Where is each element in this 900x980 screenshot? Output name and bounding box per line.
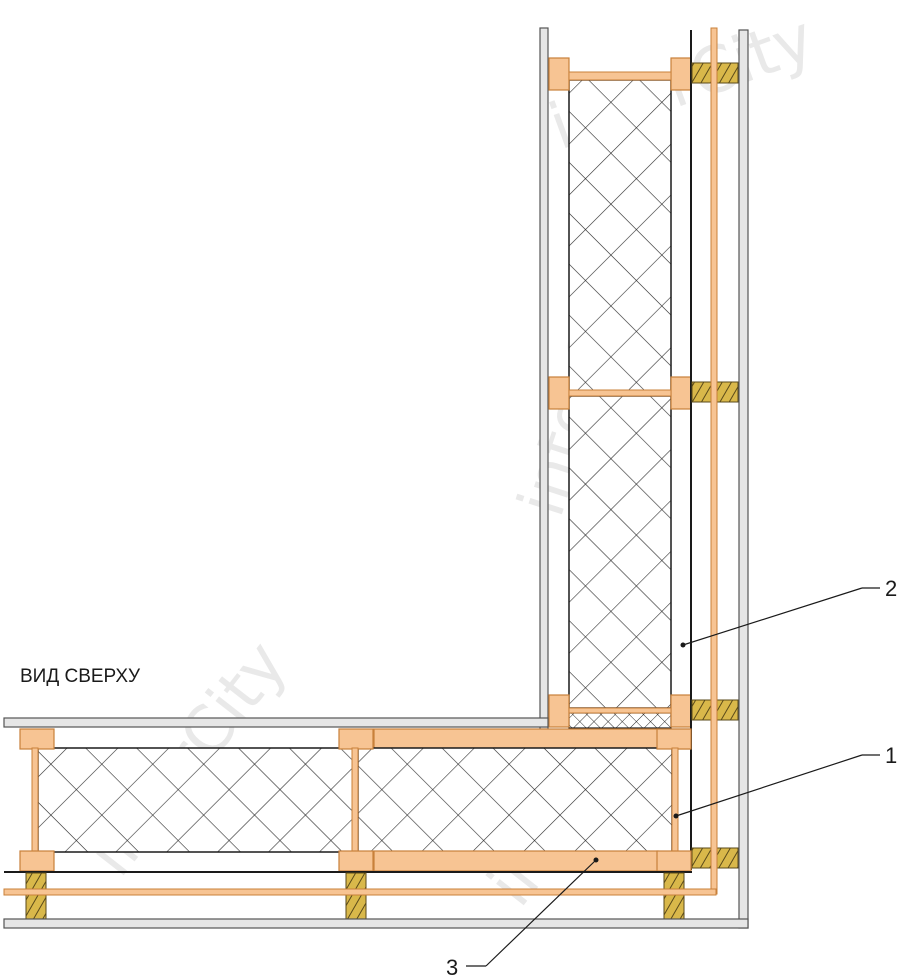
vertical-insulation-upper (568, 79, 672, 393)
view-title: ВИД СВЕРХУ (20, 666, 141, 687)
callout-1-leader (675, 754, 863, 817)
callout-2-leader (682, 587, 863, 646)
horizontal-post-1 (31, 747, 39, 853)
vertical-stud-low-outer (670, 694, 692, 728)
horizontal-plate-top (373, 728, 691, 750)
horizontal-inner-board (3, 717, 549, 728)
horizontal-plate-bottom (373, 850, 659, 872)
vertical-stud-mid-inner (548, 376, 570, 410)
horizontal-stud-bottom-1 (19, 850, 55, 872)
vertical-plate-low (568, 707, 672, 714)
vertical-wind-board (710, 27, 718, 895)
callout-1: 1 (673, 743, 897, 819)
vertical-stud-mid-outer (670, 376, 692, 410)
horizontal-wall (3, 717, 749, 929)
horizontal-insulation-right (357, 747, 673, 853)
horizontal-wind-board (3, 888, 717, 896)
vertical-plate-top (568, 71, 672, 81)
horizontal-batten-2 (345, 872, 367, 922)
horizontal-outer-cladding (3, 918, 749, 929)
horizontal-post-2 (351, 747, 359, 853)
callout-2: 2 (680, 576, 897, 648)
horizontal-post-3 (671, 747, 679, 853)
horizontal-stud-top-2 (338, 728, 374, 750)
callout-1-dot (673, 813, 679, 819)
callout-2-number: 2 (885, 576, 897, 601)
vertical-stud-top-outer (670, 57, 692, 91)
vertical-insulation-lower (568, 395, 672, 709)
vertical-inner-board (539, 27, 549, 731)
vertical-insulation-corner-strip (568, 712, 672, 729)
callout-3-leader (485, 859, 597, 967)
horizontal-stud-bottom-2 (338, 850, 374, 872)
horizontal-stud-top-1 (19, 728, 55, 750)
vertical-plate-mid (568, 389, 672, 397)
callout-3: 3 (446, 857, 599, 980)
horizontal-batten-1 (25, 872, 47, 922)
vertical-wall (539, 27, 749, 929)
horizontal-insulation-left (37, 747, 357, 853)
callout-2-dot (680, 642, 686, 648)
horizontal-stud-top-3 (656, 728, 692, 750)
horizontal-stud-bottom-3 (656, 850, 692, 872)
vertical-stud-top-inner (548, 57, 570, 91)
vertical-stud-low-inner (548, 694, 570, 728)
callout-3-number: 3 (446, 955, 458, 980)
callout-3-dot (593, 857, 599, 863)
horizontal-batten-3 (663, 872, 685, 922)
callout-1-number: 1 (885, 743, 897, 768)
